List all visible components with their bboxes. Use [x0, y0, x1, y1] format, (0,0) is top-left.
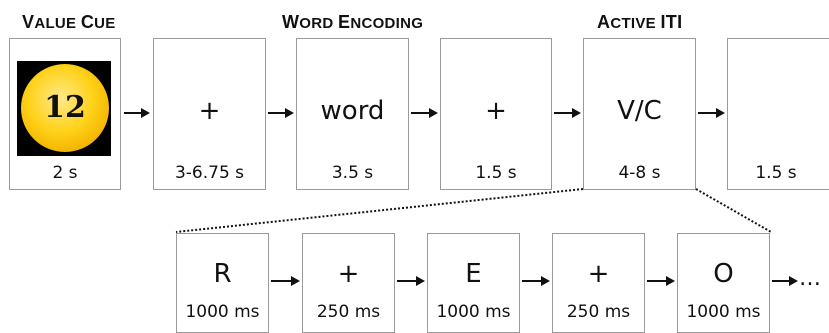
fixation-box-1: + 3-6.75 s [153, 38, 266, 190]
task-letter: + [587, 259, 610, 289]
header-value-cue: VALUE CUE [22, 12, 116, 32]
arrow-icon [271, 276, 300, 286]
arrow-icon [397, 276, 425, 286]
task-letter: E [465, 259, 482, 289]
arrow-icon [411, 108, 438, 118]
iti-task-box-1: R 1000 ms [176, 233, 269, 333]
task-letter: + [337, 259, 360, 289]
task-duration: 1000 ms [436, 302, 511, 322]
arrow-icon [772, 276, 798, 286]
iti-task-box-4: + 250 ms [552, 233, 645, 333]
value-cue-coin-image: 12 [17, 61, 111, 156]
arrow-icon [522, 276, 550, 286]
arrow-icon [647, 276, 675, 286]
arrow-icon [554, 108, 581, 118]
task-duration: 250 ms [316, 302, 381, 322]
task-duration: 250 ms [566, 302, 631, 322]
task-duration: 1000 ms [686, 302, 761, 322]
fixation-duration: 1.5 s [475, 163, 517, 183]
header-active-iti: ACTIVE ITI [597, 12, 683, 32]
word-duration: 3.5 s [331, 163, 374, 183]
arrow-icon [698, 108, 725, 118]
fixation-symbol: + [485, 96, 507, 126]
coin-value: 12 [44, 90, 86, 125]
iti-task-box-2: + 250 ms [302, 233, 395, 333]
fixation-box-2: + 1.5 s [440, 38, 552, 190]
blank-duration: 1.5 s [755, 163, 797, 183]
vc-symbol: V/C [617, 96, 662, 126]
active-iti-box: V/C 4-8 s [583, 38, 696, 190]
vc-duration: 4-8 s [618, 163, 661, 183]
iti-task-box-5: O 1000 ms [677, 233, 770, 333]
word-symbol: word [320, 96, 385, 126]
value-cue-duration: 2 s [52, 163, 78, 183]
fixation-symbol: + [198, 96, 221, 126]
value-cue-box: 12 2 s [9, 38, 121, 190]
task-letter: O [713, 259, 734, 289]
arrow-icon [268, 108, 294, 118]
arrow-icon [124, 108, 150, 118]
coin-icon: 12 [21, 64, 109, 152]
fixation-duration: 3-6.75 s [174, 163, 245, 183]
task-letter: R [213, 259, 232, 289]
iti-task-box-3: E 1000 ms [427, 233, 520, 333]
task-duration: 1000 ms [185, 302, 260, 322]
continuation-ellipsis: … [799, 266, 822, 291]
expansion-lines [175, 188, 772, 233]
blank-box: 1.5 s [727, 38, 829, 190]
word-box: word 3.5 s [296, 38, 409, 190]
header-word-encoding: WORD ENCODING [282, 12, 424, 32]
